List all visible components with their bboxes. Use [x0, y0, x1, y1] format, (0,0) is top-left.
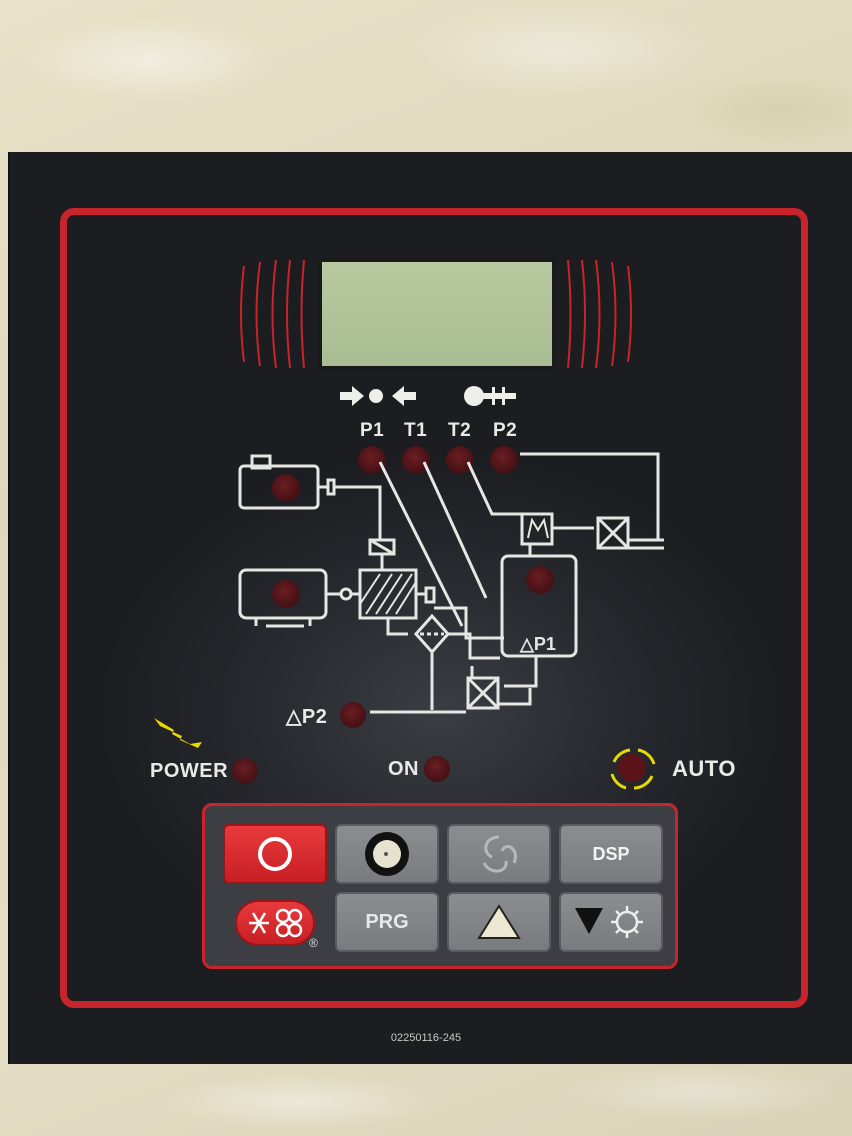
compressor-schematic: △P1 [238, 452, 664, 714]
reset-button[interactable] [235, 900, 315, 946]
lcd-bezel [240, 259, 632, 369]
led-delta-p2 [340, 702, 366, 728]
label-auto: AUTO [672, 756, 736, 781]
led-t1 [402, 446, 430, 474]
label-delta-p2: △P2 [286, 706, 328, 728]
stop-button[interactable] [223, 824, 327, 884]
label-p1: P1 [360, 420, 385, 441]
registered-mark: ® [309, 936, 318, 950]
marble-background-top [0, 0, 852, 160]
led-t2 [446, 446, 474, 474]
reset-fan-icon [249, 908, 303, 938]
led-power [232, 758, 258, 784]
led-p1 [358, 446, 386, 474]
led-separator [526, 566, 554, 594]
lcd-display [318, 258, 556, 370]
marble-background-bottom [0, 1062, 852, 1136]
power-lightning-icon [154, 718, 202, 748]
led-on [424, 756, 450, 782]
keypad: DSP ® PRG [202, 803, 678, 969]
label-power: POWER [150, 760, 229, 782]
label-delta-p1: △P1 [519, 634, 556, 654]
led-p2 [490, 446, 518, 474]
panel-red-frame [60, 208, 808, 1008]
prg-label: PRG [365, 910, 409, 933]
dsp-button[interactable]: DSP [559, 824, 663, 884]
auto-swirl-icon [482, 835, 517, 873]
led-fan-motor [272, 474, 300, 502]
label-on: ON [388, 758, 419, 780]
up-button[interactable] [447, 892, 551, 952]
dsp-label: DSP [592, 843, 630, 864]
label-t1: T1 [404, 420, 428, 441]
led-main-motor [272, 580, 300, 608]
start-button[interactable] [335, 824, 439, 884]
auto-indicator-icon [610, 748, 656, 790]
flow-symbols-icon [340, 386, 516, 406]
auto-mode-button[interactable] [447, 824, 551, 884]
serial-number: 02250116-245 [390, 1032, 462, 1044]
start-circle-icon [365, 832, 409, 876]
up-triangle-icon [477, 904, 521, 939]
down-button[interactable] [559, 892, 663, 952]
label-t2: T2 [448, 420, 472, 441]
stop-ring-icon [258, 837, 292, 871]
label-p2: P2 [493, 420, 518, 441]
prg-button[interactable]: PRG [335, 892, 439, 952]
down-triangle-gear-icon [575, 906, 643, 938]
